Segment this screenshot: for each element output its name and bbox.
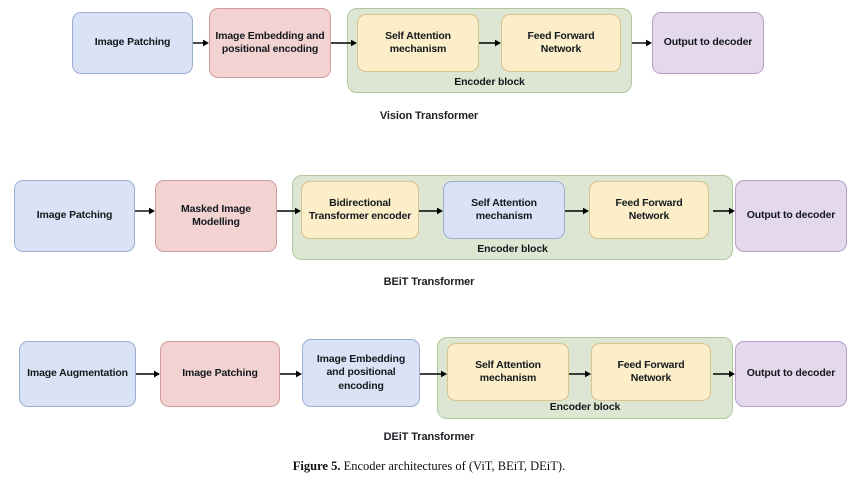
arrow-beit-3 [419, 206, 443, 216]
node-beit-masked-image-modelling[interactable]: Masked Image Modelling [155, 180, 277, 252]
figure-caption-text: Encoder architectures of (ViT, BEiT, DEi… [343, 459, 566, 473]
arrow-deit-4 [569, 369, 591, 379]
arrow-beit-4 [565, 206, 589, 216]
node-label: Feed Forward Network [615, 196, 683, 222]
row-title-deit-transformer: DEiT Transformer [383, 431, 475, 443]
arrow-deit-2 [280, 369, 302, 379]
node-label: Feed Forward Network [527, 29, 595, 55]
node-label: Output to decoder [663, 36, 753, 49]
node-label: Output to decoder [746, 209, 836, 222]
node-beit-image-patching[interactable]: Image Patching [14, 180, 135, 252]
node-label: Feed Forward Network [617, 358, 685, 384]
arrow-beit-2 [277, 206, 301, 216]
node-label: Self Attention mechanism [471, 196, 537, 222]
figure-caption: Figure 5. Encoder architectures of (ViT,… [0, 459, 858, 474]
node-label: Output to decoder [746, 367, 836, 380]
node-label: Self Attention mechanism [385, 29, 451, 55]
node-vit-output-to-decoder[interactable]: Output to decoder [652, 12, 764, 74]
arrow-beit-5 [713, 206, 735, 216]
node-vit-image-embedding[interactable]: Image Embedding and positional encoding [209, 8, 331, 78]
encoder-block-label-beit: Encoder block [477, 243, 548, 255]
node-label: Self Attention mechanism [475, 358, 541, 384]
arrow-beit-1 [135, 206, 155, 216]
node-label: Image Patching [36, 209, 113, 222]
node-deit-image-embedding[interactable]: Image Embedding and positional encoding [302, 339, 420, 407]
arrow-vit-4 [632, 38, 652, 48]
node-label: Masked Image Modelling [181, 202, 251, 228]
node-label: Image Embedding and positional encoding [215, 29, 325, 55]
node-beit-self-attention[interactable]: Self Attention mechanism [443, 181, 565, 239]
node-vit-feed-forward[interactable]: Feed Forward Network [501, 14, 621, 72]
encoder-block-label-vit: Encoder block [454, 76, 525, 88]
row-title-vision-transformer: Vision Transformer [379, 110, 479, 122]
node-beit-bidirectional-transformer-encoder[interactable]: Bidirectional Transformer encoder [301, 181, 419, 239]
node-label: Image Patching [94, 36, 171, 49]
arrow-deit-3 [420, 369, 447, 379]
node-deit-output-to-decoder[interactable]: Output to decoder [735, 341, 847, 407]
arrow-vit-3 [479, 38, 501, 48]
node-deit-image-augmentation[interactable]: Image Augmentation [19, 341, 136, 407]
node-vit-self-attention[interactable]: Self Attention mechanism [357, 14, 479, 72]
arrow-vit-1 [193, 38, 209, 48]
arrow-deit-1 [136, 369, 160, 379]
node-label: Image Augmentation [27, 367, 128, 380]
arrow-deit-5 [713, 369, 735, 379]
node-deit-feed-forward[interactable]: Feed Forward Network [591, 343, 711, 401]
encoder-block-label-deit: Encoder block [549, 401, 621, 413]
node-deit-self-attention[interactable]: Self Attention mechanism [447, 343, 569, 401]
node-deit-image-patching[interactable]: Image Patching [160, 341, 280, 407]
figure-caption-label: Figure 5. [292, 459, 341, 473]
node-beit-feed-forward[interactable]: Feed Forward Network [589, 181, 709, 239]
node-vit-image-patching[interactable]: Image Patching [72, 12, 193, 74]
arrow-vit-2 [331, 38, 357, 48]
node-beit-output-to-decoder[interactable]: Output to decoder [735, 180, 847, 252]
node-label: Image Patching [182, 367, 258, 380]
row-title-beit-transformer: BEiT Transformer [383, 276, 475, 288]
node-label: Bidirectional Transformer encoder [308, 196, 412, 222]
node-label: Image Embedding and positional encoding [316, 352, 406, 392]
